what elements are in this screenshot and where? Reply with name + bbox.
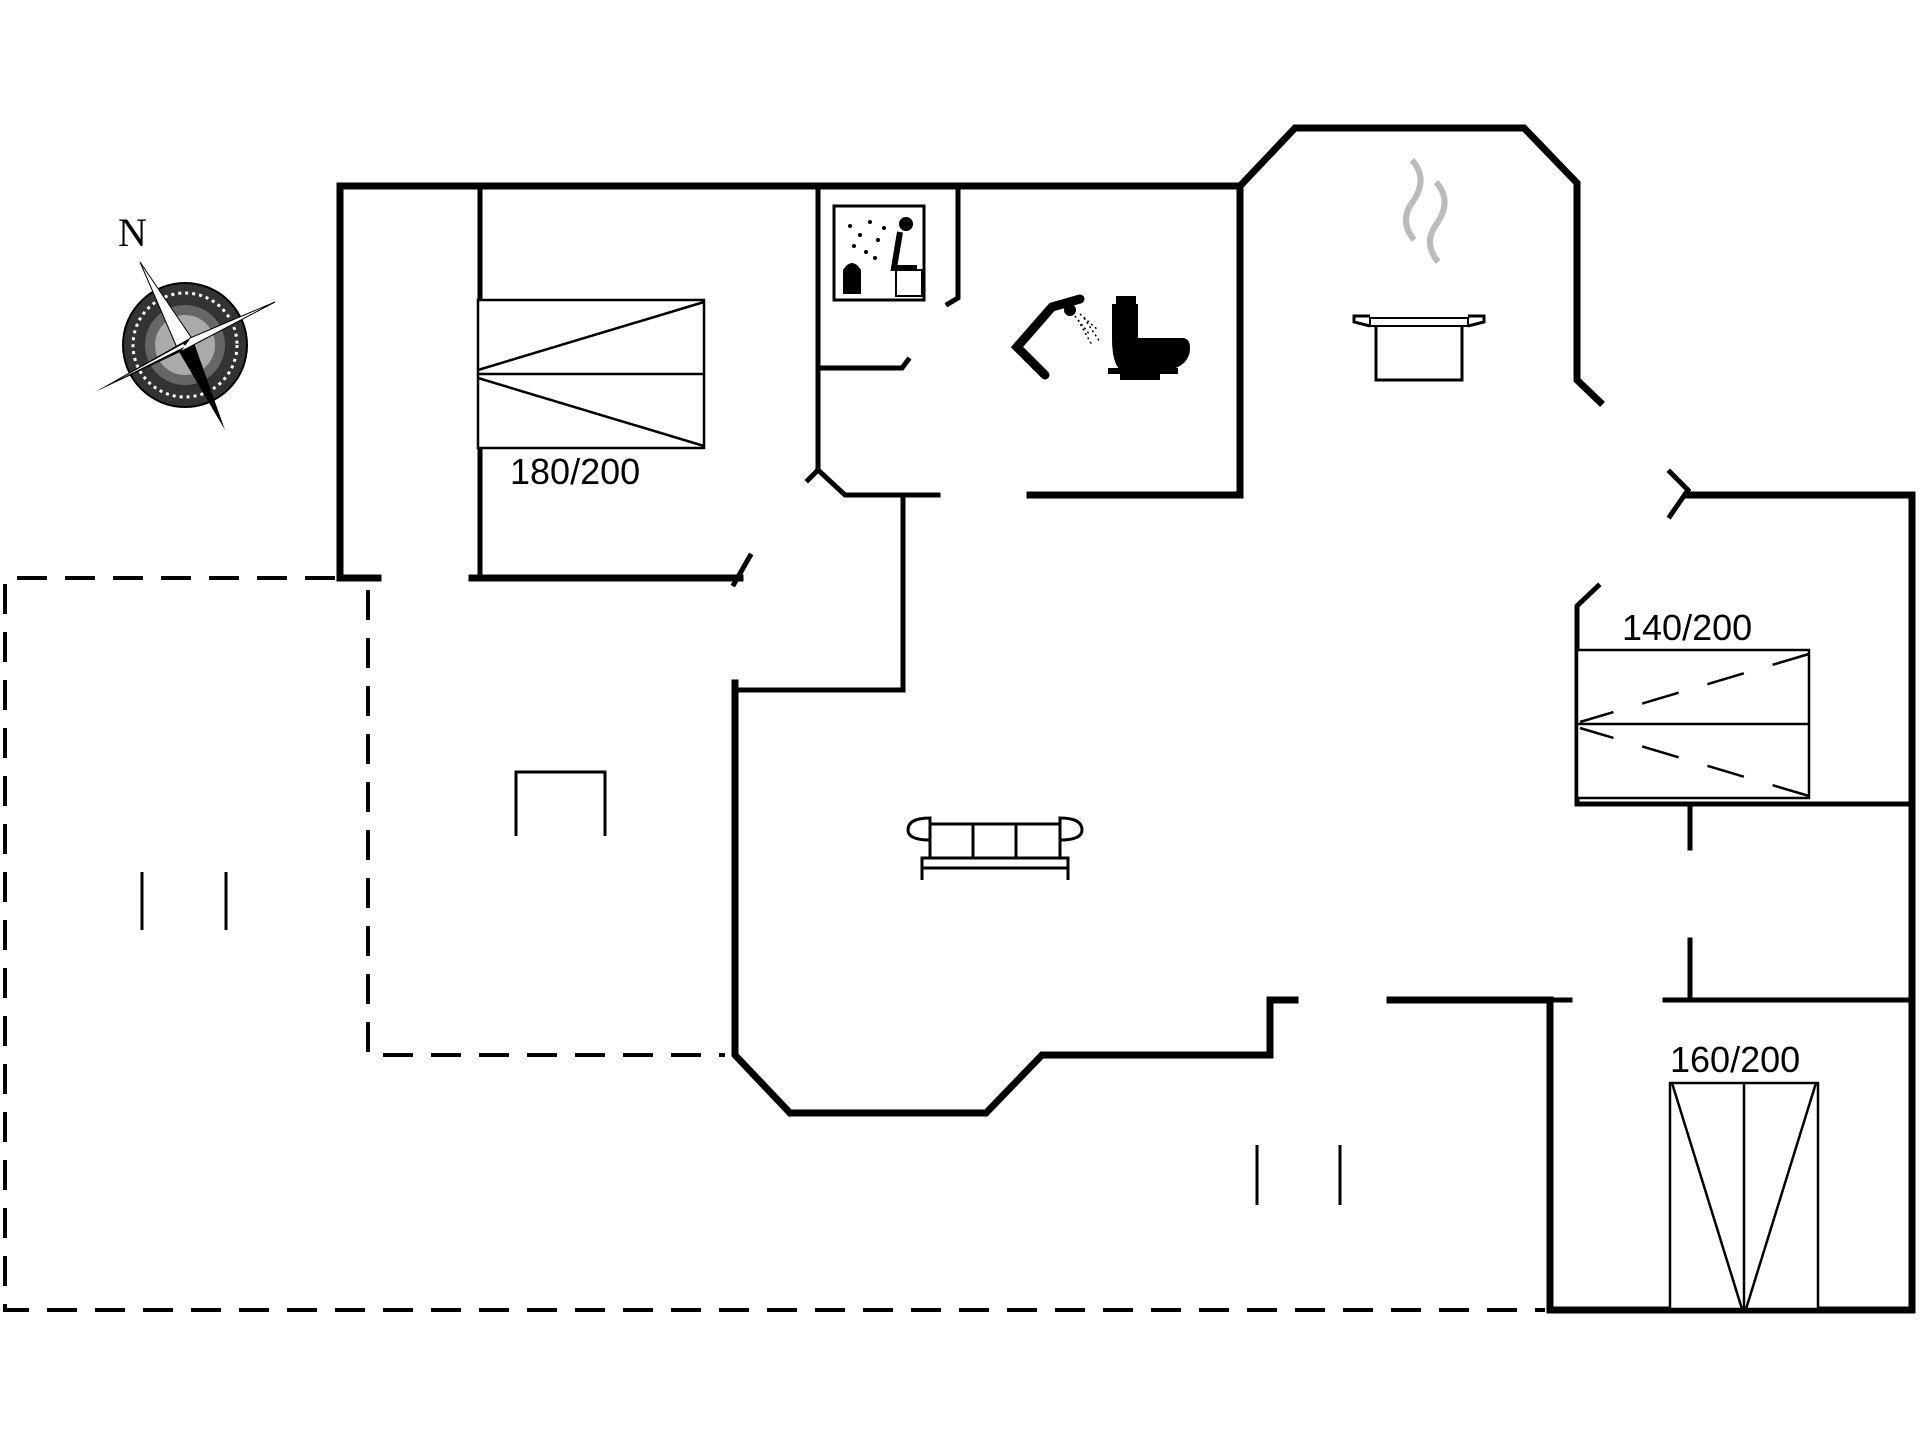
compass-icon: N	[95, 210, 276, 430]
terrace-furniture	[140, 770, 1342, 1205]
bed-label-bedroom-2: 140/200	[1622, 607, 1752, 648]
cooking-pot-icon	[1352, 158, 1486, 382]
shower-icon	[1010, 294, 1101, 380]
north-label: N	[118, 210, 147, 255]
bed-label-bedroom-1: 180/200	[510, 451, 640, 492]
terrace-outline	[3, 576, 1545, 1312]
bed-180-200	[476, 298, 706, 450]
bed-label-bedroom-3: 160/200	[1670, 1039, 1800, 1080]
toilet-icon	[1108, 296, 1190, 380]
bed-140-200	[1575, 648, 1811, 800]
sauna-icon	[832, 204, 926, 302]
sofa-icon	[906, 816, 1084, 880]
bed-160-200	[1668, 1081, 1820, 1311]
